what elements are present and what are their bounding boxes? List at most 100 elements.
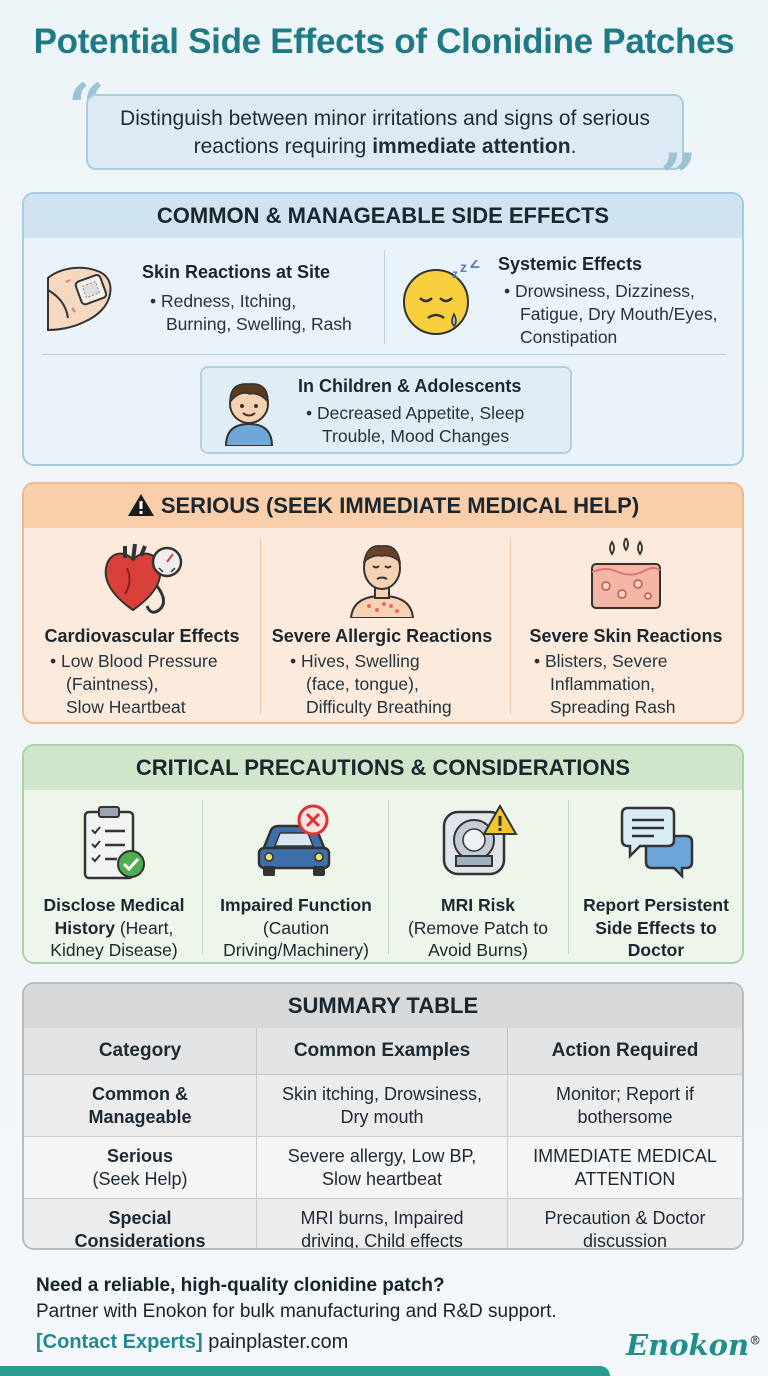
- row-category-bold: Special Considerations: [74, 1208, 206, 1250]
- svg-text:z: z: [460, 260, 467, 275]
- mri-risk-bold: MRI Risk: [441, 895, 515, 915]
- severe-skin-card: Severe Skin Reactions • Blisters, Severe…: [508, 538, 742, 717]
- precautions-divider-1: [202, 800, 203, 954]
- serious-side-effects-section: SERIOUS (SEEK IMMEDIATE MEDICAL HELP) Ca…: [22, 482, 744, 724]
- children-line1: • Decreased Appetite, Sleep: [306, 403, 525, 423]
- row-action: IMMEDIATE MEDICAL ATTENTION: [533, 1146, 717, 1189]
- mri-risk-card: MRI Risk(Remove Patch to Avoid Burns): [390, 800, 566, 961]
- precautions-divider-2: [388, 800, 389, 954]
- impaired-function-text: Impaired Function(Caution Driving/Machin…: [208, 894, 384, 962]
- warning-icon: [127, 488, 155, 532]
- row-category-rest: (Seek Help): [92, 1168, 188, 1189]
- allergic-line3: Difficulty Breathing: [306, 697, 452, 717]
- precautions-divider-3: [568, 800, 569, 954]
- cardiovascular-line1: • Low Blood Pressure: [50, 651, 218, 671]
- allergic-person-icon: [264, 538, 500, 618]
- skin-blister-icon: [508, 538, 742, 618]
- common-vertical-divider: [384, 250, 385, 344]
- footer-question: Need a reliable, high-quality clonidine …: [36, 1275, 445, 1296]
- summary-section-header: SUMMARY TABLE: [24, 984, 742, 1028]
- skin-reactions-line2: Burning, Swelling, Rash: [166, 314, 352, 334]
- severe-skin-title: Severe Skin Reactions: [529, 626, 723, 646]
- row-category-bold: Common & Manageable: [88, 1084, 192, 1127]
- common-side-effects-section: COMMON & MANAGEABLE SIDE EFFECTS Skin Re…: [22, 192, 744, 466]
- arm-patch-icon: [44, 260, 116, 339]
- brand-name: Enokon: [626, 1328, 750, 1362]
- column-header-category: Category: [24, 1028, 257, 1075]
- mri-risk-rest: (Remove Patch to Avoid Burns): [407, 917, 549, 961]
- website-link[interactable]: painplaster.com: [202, 1331, 349, 1353]
- table-cell-action: Monitor; Report if bothersome: [507, 1074, 742, 1137]
- table-cell-action: IMMEDIATE MEDICAL ATTENTION: [507, 1136, 742, 1199]
- row-examples: Severe allergy, Low BP, Slow heartbeat: [287, 1146, 477, 1189]
- table-cell-category: Special Considerations: [24, 1198, 257, 1250]
- footer-contact: [Contact Experts] painplaster.com: [36, 1331, 348, 1354]
- intro-emphasis: immediate attention: [372, 135, 571, 158]
- common-horizontal-divider: [42, 354, 726, 355]
- cardiovascular-line2: (Faintness),: [66, 674, 159, 694]
- column-header-examples: Common Examples: [256, 1028, 508, 1075]
- chat-bubbles-icon: [568, 804, 742, 890]
- bottom-accent-bar: [0, 1366, 610, 1376]
- impaired-function-rest: (Caution Driving/Machinery): [223, 917, 369, 961]
- intro-callout: Distinguish between minor irritations an…: [86, 94, 684, 170]
- disclose-history-card: Disclose Medical History (Heart, Kidney …: [26, 800, 202, 960]
- column-header-action: Action Required: [507, 1028, 742, 1075]
- table-row: Common & Manageable Skin itching, Drowsi…: [24, 1074, 742, 1137]
- allergic-line2: (face, tongue),: [306, 674, 419, 694]
- report-effects-bold: Report Persistent Side Effects to Doctor: [583, 895, 729, 960]
- table-cell-action: Precaution & Doctor discussion: [507, 1198, 742, 1248]
- children-title: In Children & Adolescents: [298, 376, 522, 396]
- children-line2: Trouble, Mood Changes: [322, 426, 510, 446]
- cardiovascular-title: Cardiovascular Effects: [44, 626, 240, 646]
- severe-skin-line2: Inflammation,: [550, 674, 656, 694]
- systemic-effects-title: Systemic Effects: [498, 254, 643, 274]
- serious-section-header: SERIOUS (SEEK IMMEDIATE MEDICAL HELP): [24, 484, 742, 528]
- table-row: Serious(Seek Help) Severe allergy, Low B…: [24, 1136, 742, 1199]
- svg-text:Z: Z: [470, 260, 480, 272]
- row-category-bold: Serious: [106, 1146, 174, 1166]
- skin-reactions-line1: • Redness, Itching,: [150, 291, 297, 311]
- severe-skin-line1: • Blisters, Severe: [534, 651, 668, 671]
- row-action: Monitor; Report if bothersome: [555, 1084, 695, 1127]
- page-title: Potential Side Effects of Clonidine Patc…: [33, 22, 735, 61]
- disclose-history-text: Disclose Medical History (Heart, Kidney …: [26, 894, 202, 962]
- contact-experts-link[interactable]: [Contact Experts]: [36, 1331, 203, 1353]
- table-cell-examples: Severe allergy, Low BP, Slow heartbeat: [256, 1136, 508, 1199]
- children-card: In Children & Adolescents • Decreased Ap…: [200, 366, 572, 454]
- table-row: Special Considerations MRI burns, Impair…: [24, 1198, 742, 1250]
- brand-logo: Enokon®: [626, 1328, 761, 1362]
- svg-text:z: z: [452, 267, 458, 281]
- skin-reactions-title: Skin Reactions at Site: [142, 262, 331, 282]
- precautions-section: CRITICAL PRECAUTIONS & CONSIDERATIONS Di…: [22, 744, 744, 964]
- child-icon: [220, 376, 278, 451]
- summary-section: SUMMARY TABLE Category Common Examples A…: [22, 982, 744, 1250]
- allergic-title: Severe Allergic Reactions: [271, 626, 493, 646]
- intro-period: .: [570, 135, 577, 158]
- serious-divider-2: [510, 538, 511, 714]
- footer-pitch: Partner with Enokon for bulk manufacturi…: [36, 1301, 557, 1322]
- table-cell-category: Common & Manageable: [24, 1074, 257, 1137]
- row-examples: MRI burns, Impaired driving, Child effec…: [300, 1208, 464, 1250]
- disclose-history-bold: Disclose Medical History: [43, 895, 185, 938]
- intro-text: Distinguish between minor irritations an…: [120, 107, 650, 158]
- serious-header-text: SERIOUS (SEEK IMMEDIATE MEDICAL HELP): [160, 493, 640, 518]
- report-effects-card: Report Persistent Side Effects to Doctor: [568, 800, 742, 960]
- row-examples: Skin itching, Drowsiness, Dry mouth: [281, 1084, 483, 1127]
- severe-skin-line3: Spreading Rash: [550, 697, 676, 717]
- precautions-section-header: CRITICAL PRECAUTIONS & CONSIDERATIONS: [24, 746, 742, 790]
- sleepy-face-icon: z z Z: [400, 255, 484, 343]
- impaired-function-card: Impaired Function(Caution Driving/Machin…: [208, 800, 384, 960]
- allergic-line1: • Hives, Swelling: [290, 651, 420, 671]
- systemic-effects-line2: Fatigue, Dry Mouth/Eyes,: [520, 304, 718, 324]
- serious-divider-1: [260, 538, 261, 714]
- systemic-effects-line3: Constipation: [520, 327, 618, 347]
- clipboard-check-icon: [26, 804, 202, 890]
- cardiovascular-line3: Slow Heartbeat: [66, 697, 186, 717]
- systemic-effects-line1: • Drowsiness, Dizziness,: [504, 281, 695, 301]
- registered-mark: ®: [749, 1333, 762, 1348]
- mri-warning-icon: [390, 804, 566, 890]
- common-section-header: COMMON & MANAGEABLE SIDE EFFECTS: [24, 194, 742, 238]
- table-cell-category: Serious(Seek Help): [24, 1136, 257, 1199]
- cardiovascular-card: Cardiovascular Effects • Low Blood Press…: [24, 538, 260, 717]
